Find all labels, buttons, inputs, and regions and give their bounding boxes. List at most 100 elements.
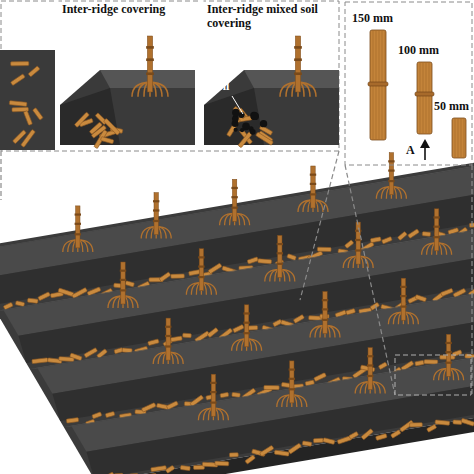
straw-piece	[398, 231, 408, 240]
straw-piece	[378, 362, 387, 369]
label: 150 mm	[352, 12, 393, 26]
straw-piece	[70, 353, 82, 361]
corn-stubble	[388, 278, 418, 324]
straw-piece	[32, 358, 48, 364]
label: Inter-ridge mixed soil covering	[207, 3, 319, 31]
ridge-section	[60, 70, 195, 145]
label: A	[406, 144, 415, 158]
straw-piece	[422, 232, 430, 237]
straw-piece	[232, 392, 241, 397]
corn-stubble	[434, 334, 464, 380]
straw-piece	[33, 108, 44, 120]
leader-line	[232, 96, 243, 114]
straw-piece	[11, 74, 26, 86]
straw-piece	[287, 254, 297, 261]
straw-piece	[391, 430, 401, 438]
corn-stubble	[108, 262, 138, 308]
corn-stubble	[265, 235, 295, 281]
ridge	[64, 331, 474, 474]
straw-piece	[313, 438, 323, 442]
straw-piece	[382, 237, 393, 244]
straw-piece	[101, 472, 115, 474]
label: 100 mm	[398, 44, 439, 58]
straw-piece	[220, 392, 229, 397]
straw-piece	[207, 328, 218, 338]
straw-piece	[27, 298, 38, 303]
straw-piece	[151, 466, 167, 472]
straw-piece	[125, 281, 134, 287]
straw-piece	[171, 336, 183, 342]
inset-frame	[1, 1, 339, 151]
straw-piece	[74, 112, 89, 127]
straw-segment	[368, 30, 388, 140]
straw-piece	[461, 418, 474, 426]
straw-piece	[183, 333, 192, 338]
view-arrow	[424, 146, 426, 160]
label: soil	[212, 80, 229, 94]
straw-piece	[293, 315, 304, 324]
ground	[0, 155, 474, 474]
straw-piece	[229, 453, 238, 457]
corn-stubble	[277, 361, 307, 407]
straw-piece	[435, 420, 450, 425]
soil-clod	[260, 120, 267, 127]
straw-segment	[415, 62, 434, 134]
inset-leader	[300, 151, 339, 300]
straw-piece	[415, 295, 426, 302]
corn-stubble	[220, 179, 250, 225]
straw-piece	[424, 360, 438, 364]
label: 50 mm	[434, 100, 469, 114]
corn-stubble	[63, 206, 93, 252]
straw-piece	[441, 288, 454, 296]
straw-piece	[288, 443, 301, 454]
corn-stubble	[422, 209, 452, 255]
straw-piece	[21, 129, 36, 147]
ridge-slope	[60, 88, 120, 145]
soil-clod	[251, 112, 259, 120]
straw-piece	[101, 137, 114, 144]
straw-piece	[208, 263, 222, 274]
soil-clod	[250, 129, 256, 135]
corn-stubble	[186, 249, 216, 295]
corn-stubble	[310, 292, 340, 338]
straw-piece	[91, 125, 106, 138]
straw-piece	[11, 62, 29, 66]
straw-piece	[452, 350, 462, 357]
straw-piece	[345, 240, 354, 249]
ridge-slope	[204, 88, 264, 145]
corn-stubble	[153, 318, 183, 364]
inset-leader	[471, 165, 472, 395]
straw-piece	[248, 326, 258, 330]
straw-piece	[66, 418, 78, 424]
straw-piece	[28, 66, 40, 77]
straw-piece	[408, 229, 420, 239]
straw-piece	[105, 411, 115, 417]
straw-piece	[264, 385, 279, 389]
insets	[0, 0, 472, 395]
straw-piece	[129, 473, 138, 474]
corn-stubble	[141, 193, 171, 239]
inset-frame	[345, 2, 472, 165]
corn-stubble	[355, 348, 385, 394]
straw-piece	[427, 424, 437, 432]
straw-piece	[361, 429, 373, 440]
straw-piece	[148, 339, 159, 346]
soil-clod	[232, 109, 240, 117]
straw-piece	[245, 455, 256, 464]
straw-piece	[84, 348, 98, 358]
field	[0, 153, 474, 474]
straw-piece	[180, 465, 190, 470]
straw-piece	[302, 441, 312, 446]
straw-piece	[238, 132, 252, 148]
straw-piece	[247, 257, 258, 264]
straw-piece	[215, 461, 229, 466]
straw-piece	[171, 274, 185, 278]
straw-piece	[259, 125, 272, 135]
straw-piece	[453, 420, 462, 425]
ridge-top	[244, 70, 339, 88]
straw-piece	[314, 373, 327, 382]
straw-piece	[323, 438, 335, 445]
inset-leader	[0, 151, 1, 200]
straw-piece	[360, 365, 375, 372]
